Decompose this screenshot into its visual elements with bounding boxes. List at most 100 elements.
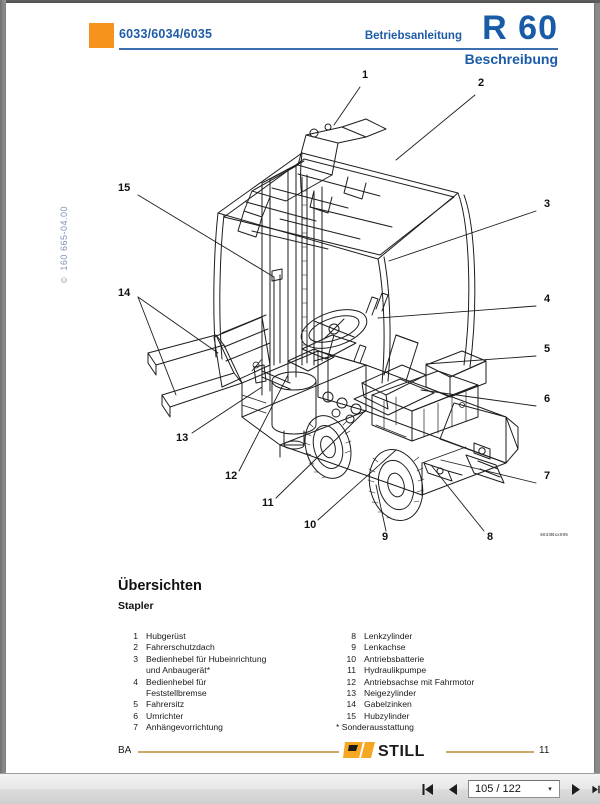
legend-column-left: 1 Hubgerüst 2 Fahrerschutzdach 3 Bedienh… (118, 631, 328, 734)
legend-index: 1 (133, 631, 138, 641)
list-item: 8 Lenkzylinder (336, 631, 566, 642)
overhead-guard (213, 152, 476, 384)
callout-5: 5 (544, 343, 551, 355)
model-numbers: 6033/6034/6035 (119, 27, 213, 41)
legend-label: Hubzylinder (364, 710, 410, 721)
list-item: 13 Neigezylinder (336, 688, 566, 699)
document-page: 6033/6034/6035 Betriebsanleitung R 60 Be… (6, 3, 594, 773)
callout-12: 12 (225, 470, 238, 482)
legend-label-line1: Bedienhebel für Hubeinrichtung (146, 653, 267, 664)
manual-type-label: Betriebsanleitung (364, 30, 462, 42)
legend-label: Neigezylinder (364, 688, 417, 699)
hydraulic-pump (271, 371, 317, 450)
footer-page-number: 11 (539, 745, 550, 756)
frame-detail (241, 358, 467, 464)
legend-index: 2 (133, 642, 138, 653)
tilt-cylinder (253, 364, 291, 390)
legend-index: 9 (351, 642, 356, 653)
page-footer: BA STILL 11 (6, 738, 594, 768)
overview-subheading: Stapler (118, 600, 154, 612)
callout-11: 11 (262, 497, 274, 509)
forklift-line-drawing (137, 86, 537, 532)
list-item: 2 Fahrerschutzdach (118, 642, 328, 653)
legend-index: 12 (346, 676, 356, 687)
steer-cylinder (423, 462, 463, 482)
legend-index: 10 (346, 653, 356, 664)
legend-label: Antriebsachse mit Fahrmotor (364, 676, 475, 687)
drive-battery (371, 370, 479, 442)
list-item: 11 Hydraulikpumpe (336, 665, 566, 676)
still-logo-text: STILL (378, 743, 425, 760)
legend-label: Lenkzylinder (364, 631, 413, 641)
legend-column-right: 8 Lenkzylinder 9 Lenkachse 10 Antriebsba… (336, 631, 566, 722)
page-header: 6033/6034/6035 Betriebsanleitung R 60 Be… (6, 3, 594, 73)
first-page-icon[interactable] (420, 779, 437, 799)
legend-label-line2: Feststellbremse (146, 688, 207, 699)
legend-label: Umrichter (146, 710, 184, 721)
still-logo: STILL (343, 740, 441, 760)
viewer-top-edge (0, 0, 600, 3)
callout-leader-lines (137, 86, 537, 532)
page-number-field[interactable]: 105 / 122 ▾ (468, 780, 560, 798)
callout-9: 9 (382, 531, 389, 543)
drawing-reference-code: 6033Bxx005 (540, 532, 568, 537)
overview-heading: Übersichten (118, 578, 202, 594)
callout-10: 10 (304, 519, 317, 531)
legend-index: 4 (133, 676, 138, 687)
callout-1: 1 (362, 69, 369, 81)
callout-2: 2 (478, 77, 485, 89)
legend-index: 6 (133, 710, 138, 721)
forklift-illustration: 1 2 3 4 5 6 7 8 9 10 11 12 13 14 15 6033… (66, 65, 586, 545)
product-title: R 60 (482, 9, 558, 47)
last-page-icon[interactable] (591, 779, 600, 799)
fork-carriage (213, 314, 271, 388)
callout-3: 3 (544, 198, 551, 210)
legend-label: Lenkachse (364, 642, 406, 653)
legend-label: Hydraulikpumpe (364, 665, 427, 676)
steer-axle-wheel (304, 415, 352, 479)
footer-divider-right (446, 751, 534, 753)
legend-label: Fahrerschutzdach (146, 642, 215, 653)
footer-document-code: BA (118, 745, 132, 756)
last-page-glyph (592, 785, 600, 793)
still-logo-mark (343, 742, 375, 758)
legend-label: Fahrersitz (146, 699, 185, 710)
page-navigation: 105 / 122 ▾ (420, 779, 600, 799)
list-item: 1 Hubgerüst (118, 631, 328, 642)
legend-label-line2: und Anbaugerät* (146, 665, 211, 676)
legend-index: 15 (346, 710, 356, 721)
legend-index: 3 (133, 653, 138, 664)
next-page-icon[interactable] (567, 779, 584, 799)
page-number-value: 105 / 122 (475, 783, 521, 795)
tow-hitch (473, 442, 491, 460)
brand-square-icon (89, 23, 114, 48)
callout-13: 13 (176, 432, 189, 444)
document-scroll-area[interactable]: 6033/6034/6035 Betriebsanleitung R 60 Be… (0, 0, 600, 773)
callout-8: 8 (487, 531, 494, 543)
footer-divider-left (138, 751, 339, 753)
fork-tines (147, 334, 243, 418)
list-item: 12 Antriebsachse mit Fahrmotor (336, 677, 566, 688)
list-item: 15 Hubzylinder (336, 711, 566, 722)
next-page-glyph (571, 783, 580, 795)
legend-index: 8 (351, 631, 356, 641)
legend-index: 14 (346, 699, 356, 710)
previous-page-icon[interactable] (444, 779, 461, 799)
inverter-unit (425, 350, 487, 398)
list-item: 10 Antriebsbatterie (336, 654, 566, 665)
legend-label: Hubgerüst (146, 631, 186, 641)
legend-label: Antriebsbatterie (364, 653, 425, 664)
legend-label-line1: Bedienhebel für (146, 676, 207, 687)
callout-7: 7 (544, 470, 551, 482)
chevron-down-icon[interactable]: ▾ (548, 785, 552, 793)
viewer-left-edge (0, 0, 6, 773)
legend-index: 11 (347, 665, 356, 676)
list-item: 14 Gabelzinken (336, 699, 566, 710)
list-item: 9 Lenkachse (336, 642, 566, 653)
first-page-glyph (422, 783, 433, 795)
